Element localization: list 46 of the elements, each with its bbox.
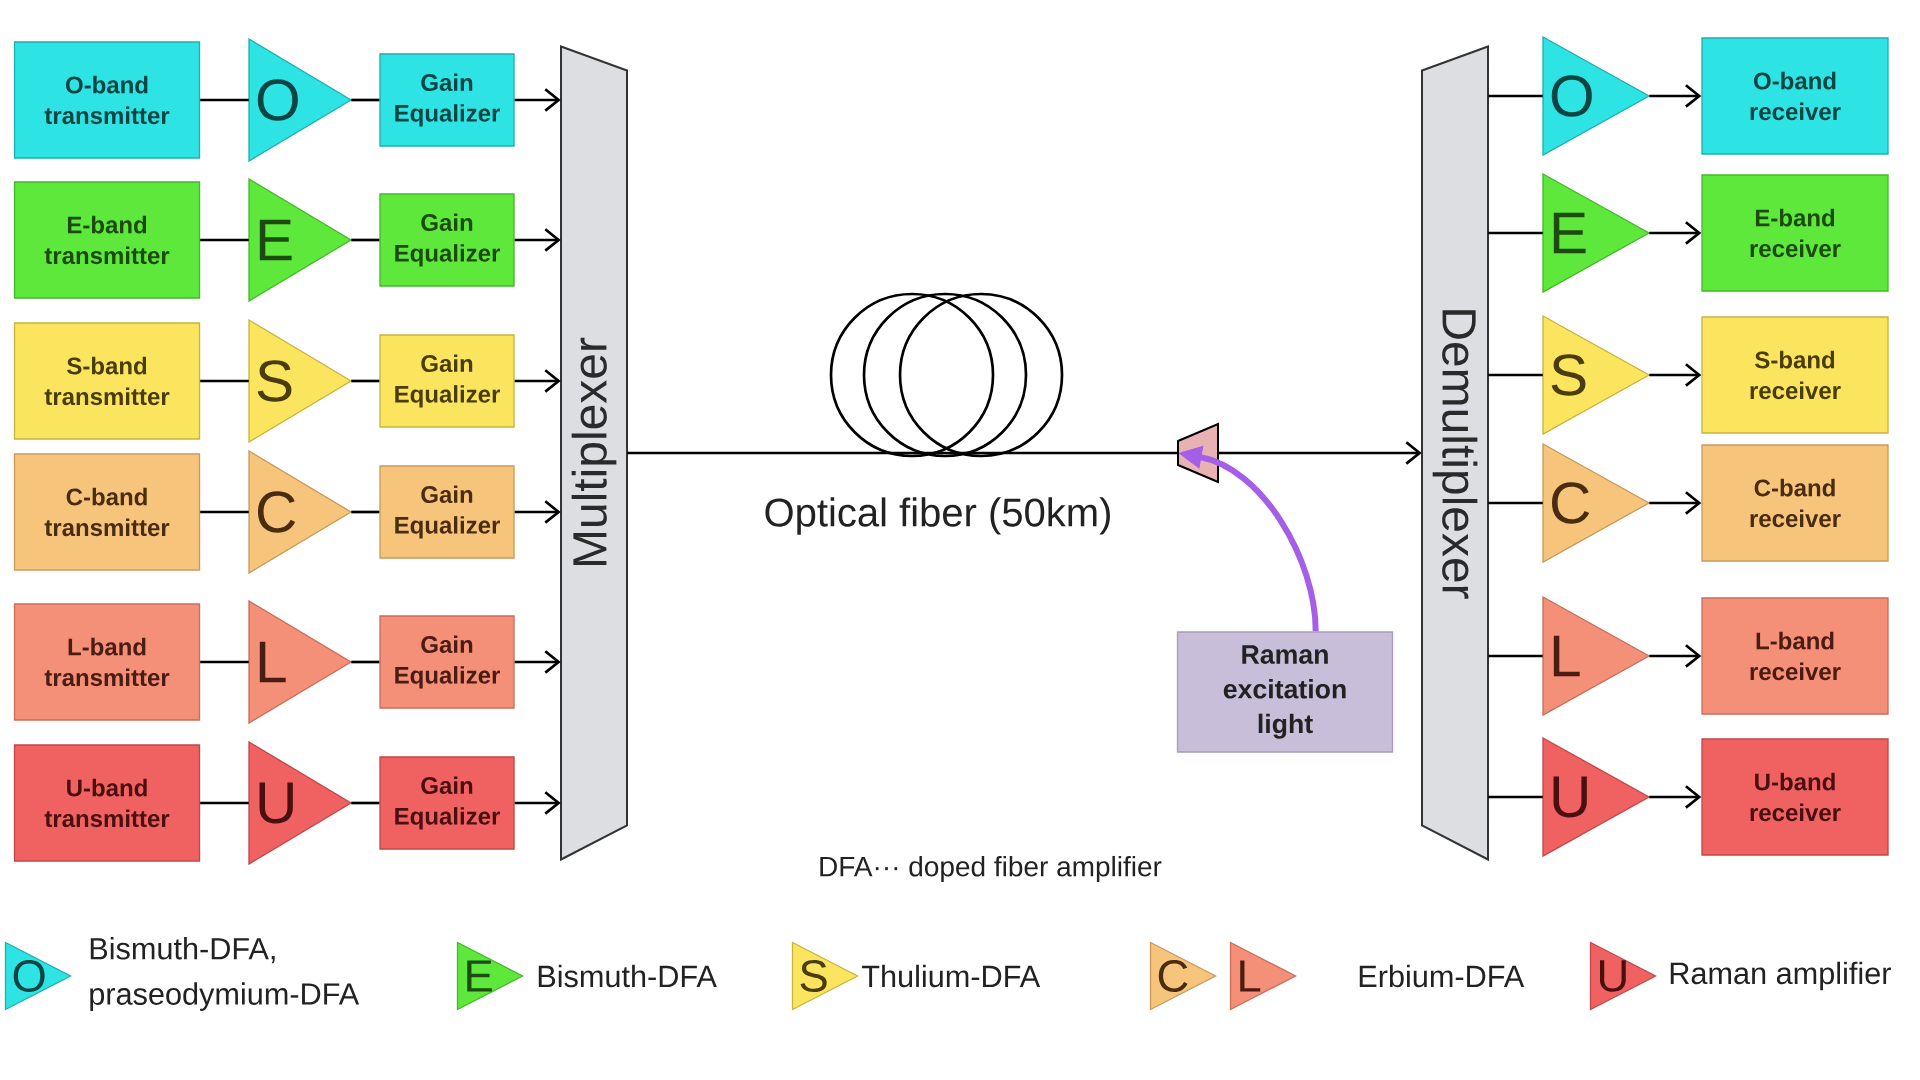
transmitter-box: O-band transmitter bbox=[13, 41, 201, 159]
legend-text: Erbium-DFA bbox=[1359, 964, 1525, 988]
arrow bbox=[1218, 441, 1422, 465]
arrow bbox=[1649, 644, 1702, 668]
arrow bbox=[514, 228, 561, 252]
receiver-box: E-band receiver bbox=[1701, 174, 1889, 292]
gain-equalizer-box: Gain Equalizer bbox=[379, 465, 515, 559]
gain-equalizer-box: Gain Equalizer bbox=[379, 334, 515, 428]
fiber-label: Optical fiber (50km) bbox=[765, 497, 1110, 535]
arrow bbox=[1649, 785, 1702, 809]
arrow bbox=[1649, 221, 1702, 245]
receiver-box: C-band receiver bbox=[1701, 444, 1889, 562]
gain-equalizer-box: Gain Equalizer bbox=[379, 53, 515, 147]
receiver-box: U-band receiver bbox=[1701, 738, 1889, 856]
gain-equalizer-box: Gain Equalizer bbox=[379, 615, 515, 709]
arrow bbox=[514, 650, 561, 674]
arrow bbox=[1649, 84, 1702, 108]
arrow bbox=[1649, 491, 1702, 515]
receiver-box: O-band receiver bbox=[1701, 37, 1889, 155]
gain-equalizer-box: Gain Equalizer bbox=[379, 193, 515, 287]
light-source-box: Raman excitation light bbox=[1176, 631, 1394, 753]
arrow bbox=[514, 88, 561, 112]
demultiplexer-block: Demultiplexer bbox=[1421, 45, 1489, 862]
legend-triangle: E bbox=[456, 941, 524, 1011]
legend-triangle: O bbox=[4, 941, 72, 1011]
transmitter-box: C-band transmitter bbox=[13, 453, 201, 571]
arrow bbox=[514, 791, 561, 815]
legend-triangle: C bbox=[1149, 941, 1217, 1011]
receiver-box: S-band receiver bbox=[1701, 316, 1889, 434]
receiver-box: L-band receiver bbox=[1701, 597, 1889, 715]
legend-triangle: L bbox=[1229, 941, 1297, 1011]
arrow bbox=[514, 369, 561, 393]
arrow bbox=[514, 500, 561, 524]
note-text: DFA··· doped fiber amplifier bbox=[820, 855, 1162, 883]
transmitter-box: E-band transmitter bbox=[13, 181, 201, 299]
legend-text: Raman amplifier bbox=[1670, 961, 1891, 991]
legend-text: Bismuth-DFA bbox=[538, 964, 717, 988]
transmitter-box: L-band transmitter bbox=[13, 603, 201, 721]
legend-text: Bismuth-DFA, praseodymium-DFA bbox=[90, 937, 360, 1011]
legend-text: Thulium-DFA bbox=[861, 964, 1041, 988]
legend-triangle: U bbox=[1589, 941, 1657, 1011]
arrow bbox=[1649, 363, 1702, 387]
transmitter-box: S-band transmitter bbox=[13, 322, 201, 440]
transmitter-box: U-band transmitter bbox=[13, 744, 201, 862]
gain-equalizer-box: Gain Equalizer bbox=[379, 756, 515, 850]
legend-triangle: S bbox=[791, 941, 859, 1011]
